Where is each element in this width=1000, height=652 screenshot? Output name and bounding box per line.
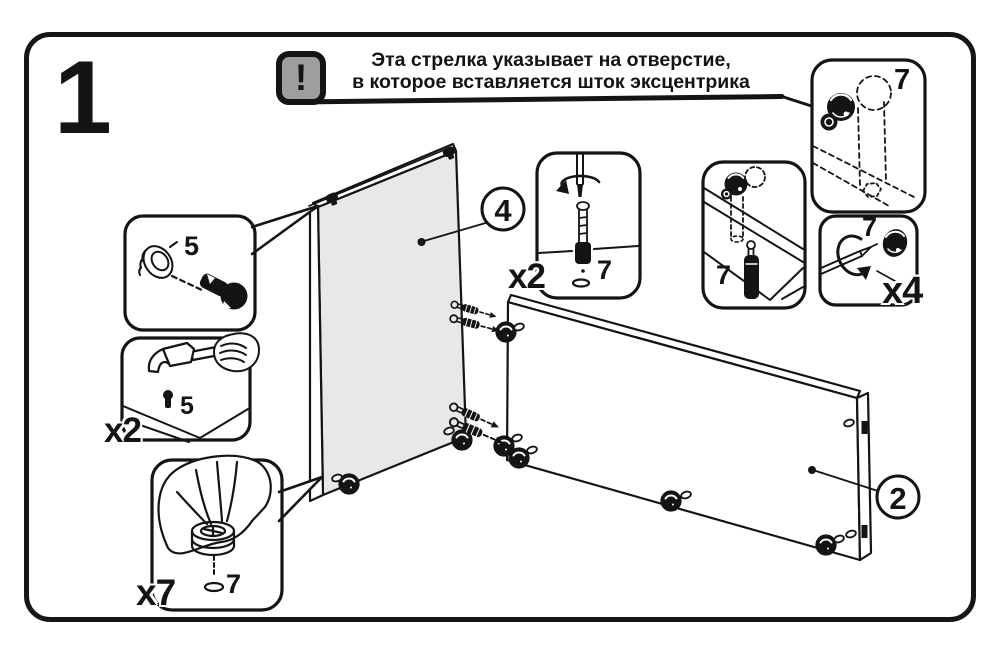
part-label-back-panel: 2 bbox=[889, 481, 907, 516]
cam-lock-icon bbox=[882, 229, 908, 257]
callout-screw-pair bbox=[123, 204, 320, 332]
back-panel-callout-leader bbox=[808, 466, 921, 520]
warning-text-line1: Эта стрелка указывает на отверстие, bbox=[371, 49, 731, 71]
rotation-arrow-icon bbox=[836, 234, 866, 277]
warning-arrow bbox=[295, 94, 832, 114]
cam-lock-icon bbox=[820, 93, 855, 131]
cam-lock-outline-icon bbox=[190, 520, 236, 557]
callout-cam-screwdriver bbox=[818, 214, 919, 307]
callout-cam-shaft-detail bbox=[810, 58, 927, 214]
cam-lock-icon bbox=[721, 172, 748, 200]
screwdriver-icon bbox=[576, 153, 584, 197]
hand-icon bbox=[213, 332, 260, 373]
hammer-count-label: x2 bbox=[104, 411, 142, 450]
callout-hammer bbox=[120, 332, 260, 443]
hand-cam-count-label: x7 bbox=[136, 572, 176, 613]
rotation-arrow-icon bbox=[560, 174, 601, 189]
screw-outline-icon bbox=[138, 241, 178, 279]
exclamation-glyph: ! bbox=[294, 57, 308, 98]
callout-shaft-insert bbox=[535, 151, 642, 300]
exclamation-icon: ! bbox=[276, 51, 326, 105]
hammer-part-label: 5 bbox=[180, 392, 194, 420]
cam-screwdriver-count-label: x4 bbox=[882, 270, 923, 312]
cam-screwdriver-part-label: 7 bbox=[862, 212, 878, 242]
warning-text-line2: в которое вставляется шток эксцентрика bbox=[352, 70, 750, 93]
hand-icon bbox=[157, 454, 272, 555]
front-panel-drawing bbox=[308, 142, 473, 503]
back-panel-drawing bbox=[493, 293, 873, 562]
front-panel-callout-leader bbox=[417, 186, 526, 246]
screw-pair-part-label: 5 bbox=[184, 231, 200, 261]
part-label-front-panel: 4 bbox=[494, 193, 512, 228]
shaft-insert-count-label: x2 bbox=[508, 257, 546, 296]
screw-solid-icon bbox=[199, 273, 248, 310]
cam-corner-part-label: 7 bbox=[716, 260, 732, 290]
warning-text: Эта стрелка указывает на отверстие, в ко… bbox=[318, 49, 784, 93]
page-border bbox=[24, 32, 976, 622]
shaft-vertical-icon bbox=[575, 201, 591, 264]
cam-shaft-detail-part-label: 7 bbox=[894, 64, 911, 96]
callout-hand-cam bbox=[150, 454, 324, 612]
hand-cam-part-label: 7 bbox=[226, 569, 242, 599]
callout-cam-corner bbox=[701, 160, 807, 310]
nail-screw-icon bbox=[163, 390, 173, 408]
step-number: 1 bbox=[54, 40, 112, 156]
shaft-vertical-icon bbox=[744, 240, 759, 299]
shaft-insert-part-label: 7 bbox=[597, 255, 613, 285]
